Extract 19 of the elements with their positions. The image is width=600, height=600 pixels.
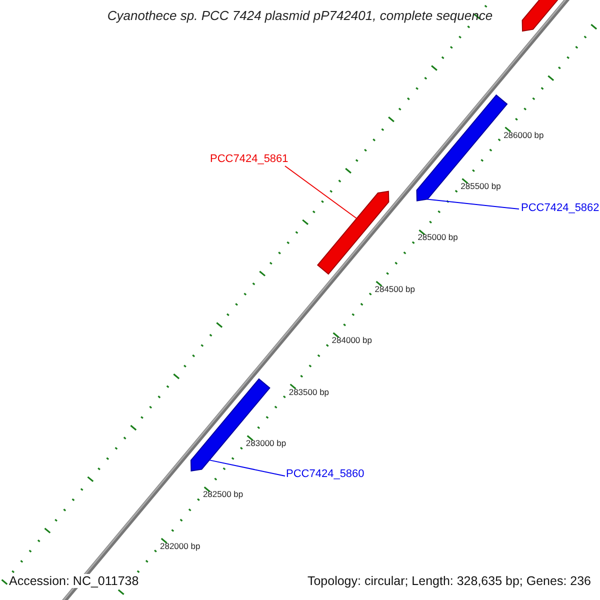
- position-label: 283000 bp: [246, 438, 286, 449]
- gene-arrow: [316, 190, 390, 275]
- position-label: 286000 bp: [504, 130, 544, 140]
- accession-label: Accession: NC_011738: [9, 574, 139, 588]
- position-label: 283500 bp: [288, 388, 330, 398]
- gene-label: PCC7424_5861: [210, 153, 288, 166]
- position-label: 284500 bp: [374, 284, 415, 295]
- title: Cyanothece sp. PCC 7424 plasmid pP742401, complete sequence: [106, 9, 494, 24]
- position-label: 285500 bp: [460, 182, 501, 192]
- position-label: 282500 bp: [202, 490, 244, 500]
- gene-label: PCC7424_5862: [521, 202, 600, 215]
- leader-line: [208, 460, 286, 476]
- position-label: 284000 bp: [332, 336, 372, 346]
- position-label: 282000 bp: [160, 542, 200, 552]
- leader-line: [284, 166, 358, 219]
- position-label: 285000 bp: [418, 233, 458, 244]
- sequence-info: Topology: circular; Length: 328,635 bp; Genes: 236: [307, 574, 591, 588]
- leader-line: [426, 198, 520, 210]
- gene-label: PCC7424_5860: [286, 468, 364, 481]
